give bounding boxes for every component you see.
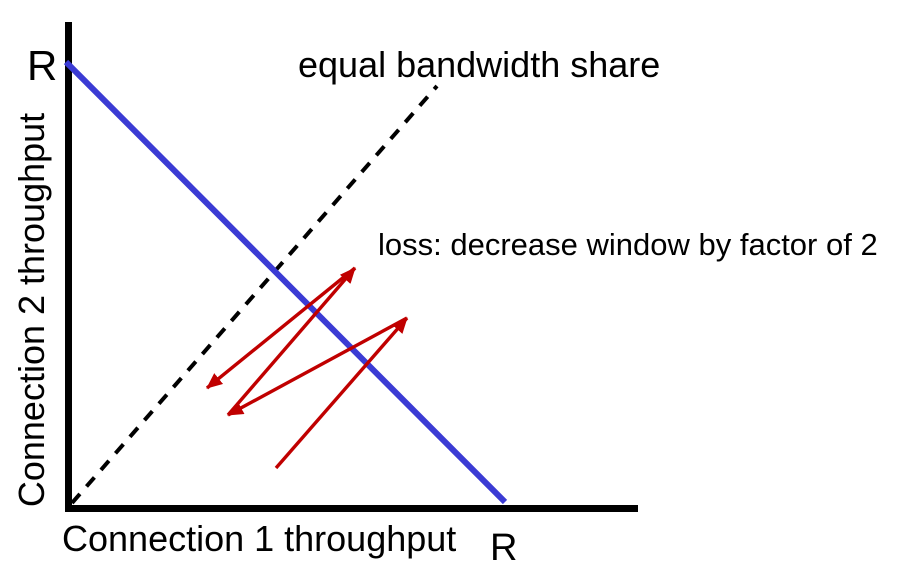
y-axis-max-label: R [27,42,57,89]
x-axis-title: Connection 1 throughput [62,518,456,559]
trajectory-arrow-increase-2 [226,266,357,417]
equal-bandwidth-share-line [70,84,439,505]
x-axis-max-label: R [490,527,517,569]
full-bandwidth-utilization-line [63,59,508,505]
trajectory-arrow-decrease-2 [205,266,357,390]
trajectory-arrow-increase-1 [274,316,409,470]
trajectory-arrow-decrease-1 [227,316,408,417]
y-axis-title: Connection 2 throughput [11,113,52,507]
equal-bandwidth-share-label: equal bandwidth share [298,44,660,85]
loss-annotation-label: loss: decrease window by factor of 2 [378,227,878,262]
